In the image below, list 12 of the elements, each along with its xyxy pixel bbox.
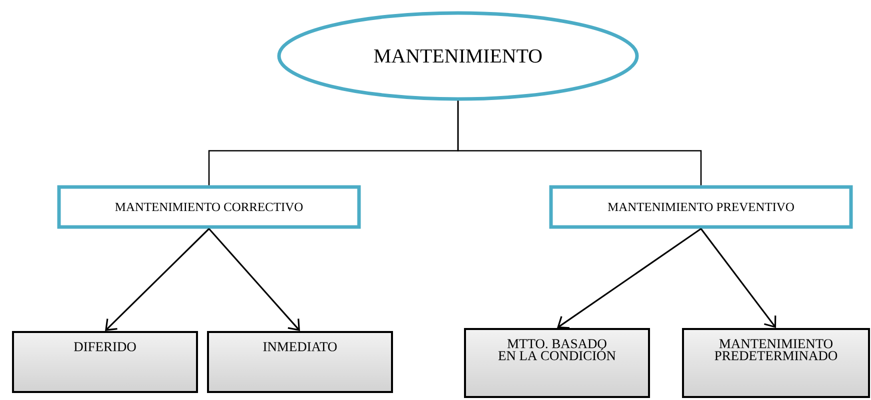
arrow	[700, 228, 776, 328]
type-box: MANTENIMIENTO PREDETERMINADO	[682, 328, 870, 398]
type-box: MTTO. BASADO EN LA CONDICIÓN	[464, 328, 650, 398]
category-box: MANTENIMIENTO CORRECTIVO	[57, 185, 361, 229]
arrow	[208, 228, 300, 331]
arrow	[105, 228, 210, 331]
category-box: MANTENIMIENTO PREVENTIVO	[549, 185, 853, 229]
type-box: INMEDIATO	[207, 331, 393, 393]
connector-line	[457, 100, 702, 186]
type-box: DIFERIDO	[12, 331, 198, 393]
ellipse-node: MANTENIMIENTO	[277, 11, 639, 101]
arrow	[557, 228, 702, 329]
